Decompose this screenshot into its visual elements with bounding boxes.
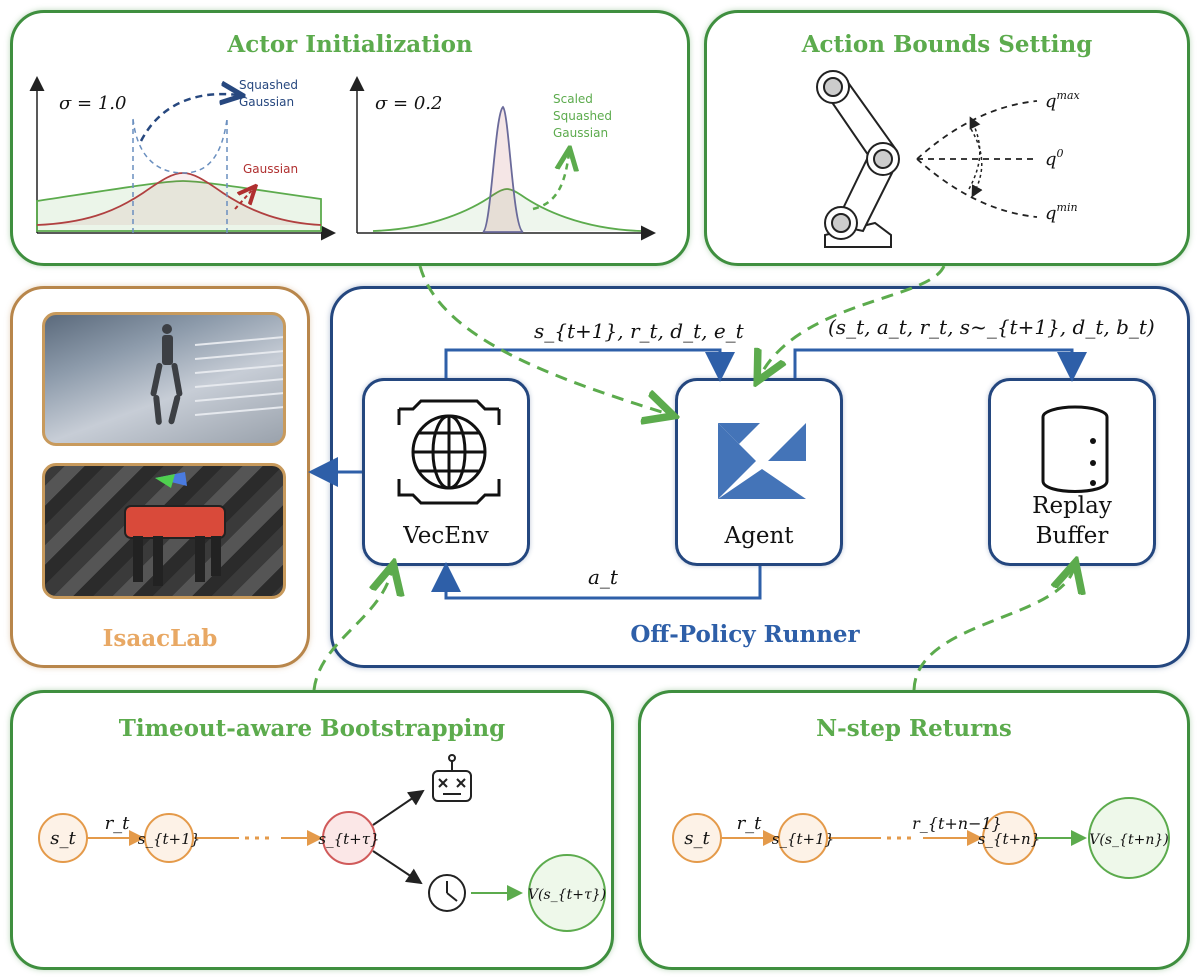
nstep-st-label: s_t — [684, 828, 710, 849]
clock-icon — [428, 874, 466, 912]
vecenv-label: VecEnv — [403, 523, 489, 549]
nstep-reward-last-label: r_{t+n−1} — [912, 814, 1002, 833]
actor-initialization-panel: Actor Initialization σ = 1 — [10, 10, 690, 266]
nstep-returns-panel: N-step Returns s_t s_{t+1} s_{t+n} r_t r… — [638, 690, 1190, 970]
timeout-stau-label: s_{t+τ} — [318, 830, 379, 848]
scaled-label-1: Scaled — [553, 92, 593, 106]
timeout-title: Timeout-aware Bootstrapping — [118, 715, 506, 742]
isaaclab-title: IsaacLab — [102, 625, 218, 652]
scaled-label-2: Squashed — [553, 109, 612, 123]
timeout-st-label: s_t — [50, 828, 76, 849]
nstep-stn-label: s_{t+n} — [978, 830, 1041, 848]
humanoid-robot-icon — [150, 324, 183, 425]
isaaclab-panel: IsaacLab — [10, 286, 310, 668]
timeout-reward-label: r_t — [105, 813, 131, 834]
timeout-bootstrapping-panel: Timeout-aware Bootstrapping — [10, 690, 614, 970]
robot-base-icon — [824, 221, 892, 248]
scaled-label-3: Gaussian — [553, 126, 608, 140]
timeout-chain: s_t s_{t+1} s_{t+τ} r_t V(s_{t+τ}) — [38, 754, 606, 932]
nstep-title: N-step Returns — [816, 715, 1012, 742]
nstep-value-node — [1088, 797, 1170, 879]
vecenv-node[interactable]: VecEnv — [362, 378, 530, 566]
quadruped-robot-icon — [124, 505, 226, 586]
squashed-gaussian-label-2: Gaussian — [239, 95, 294, 109]
q-max-label: qmax — [1045, 89, 1081, 112]
nstep-st1-label: s_{t+1} — [772, 830, 834, 848]
sigma-left-label: σ = 1.0 — [59, 93, 126, 114]
agent-label: Agent — [724, 523, 794, 549]
replay-label-2: Buffer — [1035, 523, 1109, 549]
robot-dead-icon — [432, 754, 472, 802]
agent-logo-icon — [718, 423, 806, 499]
sigma-right-label: σ = 0.2 — [375, 93, 442, 114]
timeout-st1-label: s_{t+1} — [138, 830, 200, 848]
robot-arm-diagram: qmax q0 qmin — [816, 70, 1081, 248]
scaled-gaussian-curve — [372, 188, 642, 232]
timeout-value-node — [528, 854, 606, 932]
nstep-value-label: V(s_{t+n}) — [1089, 832, 1168, 848]
gaussian-label: Gaussian — [243, 162, 298, 176]
q-zero-label: q0 — [1045, 147, 1064, 170]
quadruped-terrain-scene — [42, 463, 286, 599]
nstep-chain: s_t s_{t+1} s_{t+n} r_t r_{t+n−1} V(s_{t… — [672, 797, 1170, 879]
database-icon — [1041, 405, 1109, 493]
actor-initialization-title: Actor Initialization — [227, 31, 473, 58]
timeout-value-label: V(s_{t+τ}) — [528, 887, 606, 903]
action-bounds-title: Action Bounds Setting — [801, 31, 1093, 58]
squashed-gaussian-curve — [132, 118, 228, 174]
scaled-squashed-curve — [482, 105, 524, 233]
timeout-node-stau — [322, 811, 376, 865]
off-policy-runner-title: Off-Policy Runner — [630, 621, 860, 648]
actor-initialization-plots: σ = 1.0 Squashed Gaussian Gaussian σ = 0… — [29, 76, 656, 241]
replay-buffer-node[interactable]: Replay Buffer — [988, 378, 1156, 566]
nstep-reward-first-label: r_t — [737, 813, 763, 834]
squashed-gaussian-label-1: Squashed — [239, 78, 298, 92]
replay-label-1: Replay — [1032, 493, 1112, 519]
agent-node[interactable]: Agent — [675, 378, 843, 566]
action-bounds-panel: Action Bounds Setting qmax q0 qmin — [704, 10, 1190, 266]
q-min-label: qmin — [1045, 201, 1078, 224]
humanoid-stairs-scene — [42, 312, 286, 446]
